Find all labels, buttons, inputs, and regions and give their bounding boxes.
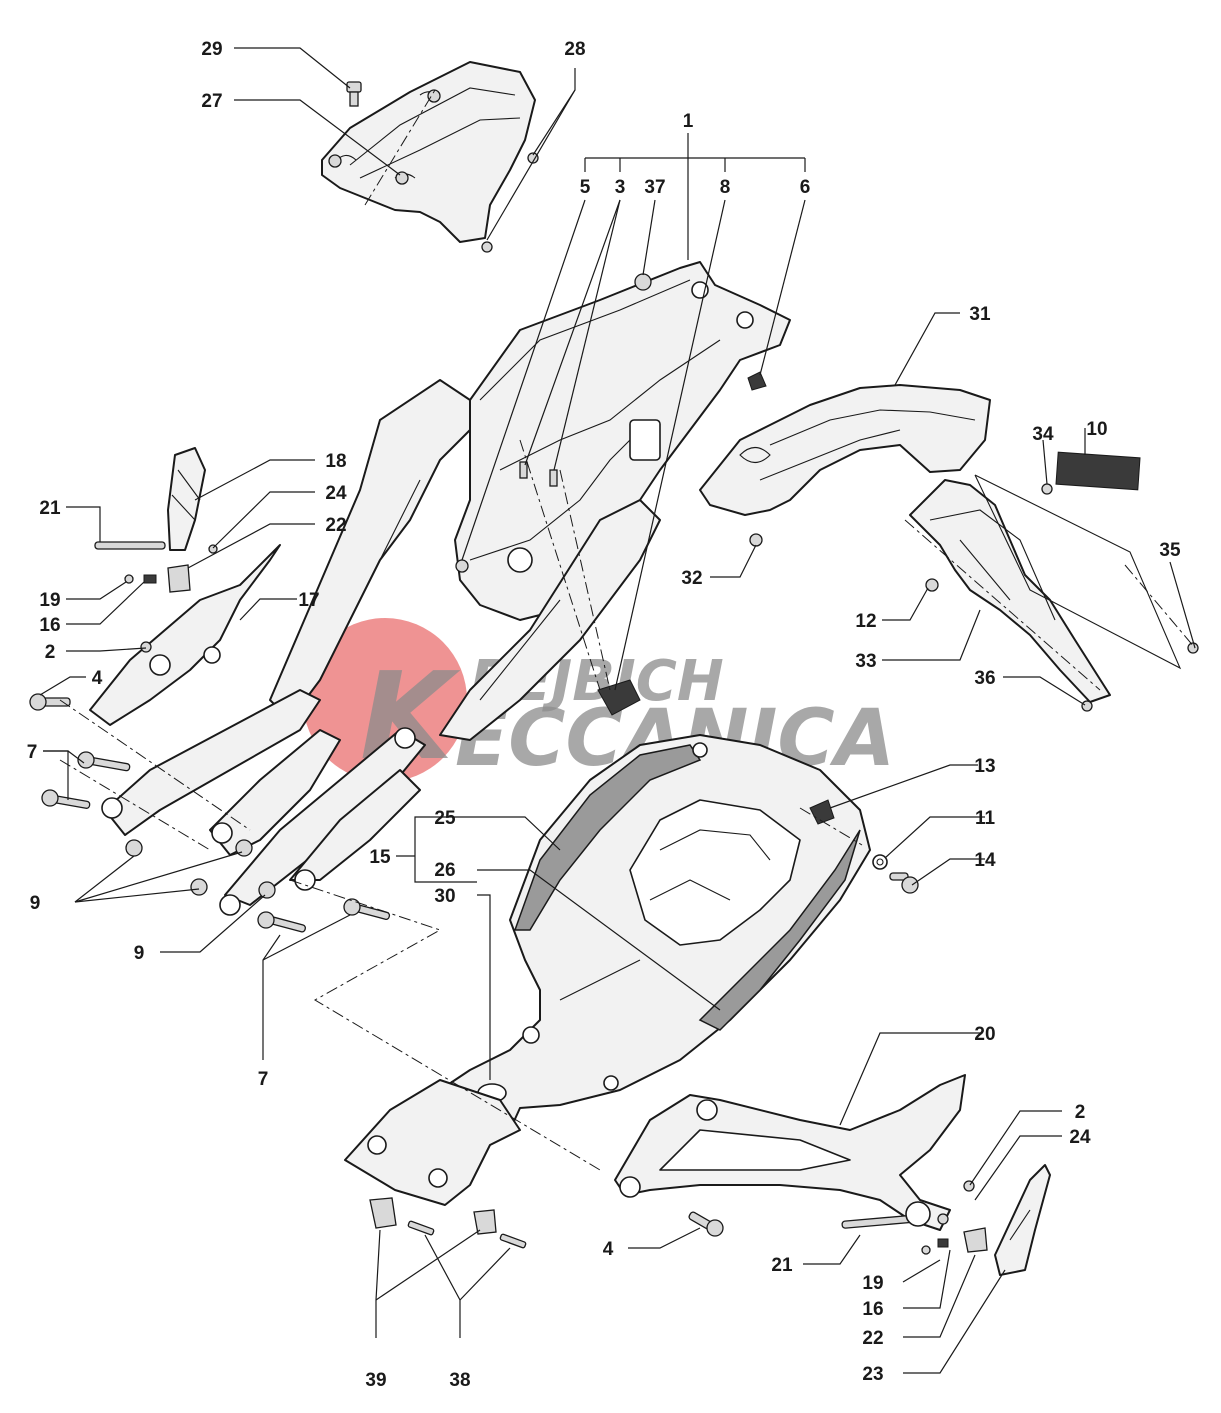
- screw-14: [889, 872, 919, 894]
- footrest-peg-23: [994, 1164, 1051, 1276]
- callout-27: 27: [201, 91, 222, 112]
- tail-cover-27: [321, 61, 536, 243]
- callout-9a: 9: [30, 893, 41, 914]
- callout-15: 15: [369, 847, 391, 868]
- undertray-15: [429, 734, 871, 1141]
- assembly-lines: [59, 89, 1196, 1171]
- callout-12: 12: [855, 611, 876, 632]
- callout-4b: 4: [603, 1239, 614, 1260]
- callout-4a: 4: [92, 668, 103, 689]
- washer-11: [872, 854, 888, 870]
- mudguard-31: [699, 384, 991, 516]
- callout-16a: 16: [39, 615, 60, 636]
- callout-19b: 19: [862, 1273, 883, 1294]
- callout-36: 36: [974, 668, 995, 689]
- callout-5: 5: [580, 177, 591, 198]
- callout-32: 32: [681, 568, 702, 589]
- callout-30: 30: [434, 886, 455, 907]
- callout-19a: 19: [39, 590, 60, 611]
- callout-13: 13: [974, 756, 995, 777]
- callout-23: 23: [862, 1364, 883, 1385]
- callout-11: 11: [975, 808, 996, 829]
- callout-1: 1: [683, 111, 694, 132]
- callout-33: 33: [855, 651, 876, 672]
- splash-plate: [344, 1079, 521, 1206]
- callout-labels: 29 27 28 1 5 3 37 8 6 31 10 34 35 32 12 …: [27, 39, 1181, 1391]
- callout-29: 29: [201, 39, 222, 60]
- rear-subframe-1: [269, 261, 791, 741]
- callout-6: 6: [800, 177, 811, 198]
- screw-37: [634, 273, 652, 291]
- small-hardware-34-12-35-36: [925, 483, 1199, 712]
- footrest-bracket-17: [89, 544, 281, 726]
- callout-3: 3: [615, 177, 626, 198]
- callout-8: 8: [720, 177, 731, 198]
- callout-2a: 2: [45, 642, 56, 663]
- callout-7a: 7: [27, 742, 38, 763]
- callout-14: 14: [974, 850, 996, 871]
- callout-21b: 21: [771, 1255, 793, 1276]
- clip-8: [597, 679, 641, 716]
- callout-9b: 9: [134, 943, 145, 964]
- footrest-bracket-20: [614, 1074, 966, 1231]
- screw-29: [346, 81, 362, 107]
- callout-21a: 21: [39, 498, 61, 519]
- footrest-peg-18: [167, 447, 206, 551]
- callout-35: 35: [1159, 540, 1181, 561]
- callout-34: 34: [1032, 424, 1054, 445]
- callout-7b: 7: [258, 1069, 269, 1090]
- callout-22b: 22: [862, 1328, 883, 1349]
- callout-25: 25: [434, 808, 456, 829]
- callout-16b: 16: [862, 1299, 883, 1320]
- fasteners-39: [369, 1197, 497, 1235]
- callout-22a: 22: [325, 515, 346, 536]
- callout-24b: 24: [1069, 1127, 1091, 1148]
- callout-17: 17: [298, 590, 319, 611]
- bolts-7: [41, 751, 391, 933]
- callout-39: 39: [365, 1370, 386, 1391]
- callout-24a: 24: [325, 483, 347, 504]
- side-links-left: [101, 689, 426, 916]
- callout-18: 18: [325, 451, 346, 472]
- screw-28: [481, 152, 539, 253]
- nuts-9: [125, 839, 276, 899]
- callout-38: 38: [449, 1370, 470, 1391]
- callout-28: 28: [564, 39, 585, 60]
- screw-5: [455, 559, 469, 573]
- plate-light-10: [1055, 451, 1141, 491]
- screw-3: [519, 461, 558, 487]
- callout-20: 20: [974, 1024, 995, 1045]
- plate-holder-33: [909, 474, 1182, 703]
- callout-10: 10: [1086, 419, 1107, 440]
- footrest-hardware-left: [29, 541, 218, 711]
- clip-6: [747, 371, 767, 391]
- leader-lines: [39, 47, 1196, 1374]
- footrest-hardware-right: [688, 1180, 988, 1255]
- callout-31: 31: [969, 304, 991, 325]
- fasteners-38: [407, 1220, 527, 1249]
- screw-32: [749, 533, 763, 547]
- callout-37: 37: [644, 177, 665, 198]
- callout-2b: 2: [1075, 1102, 1086, 1123]
- callout-26: 26: [434, 860, 455, 881]
